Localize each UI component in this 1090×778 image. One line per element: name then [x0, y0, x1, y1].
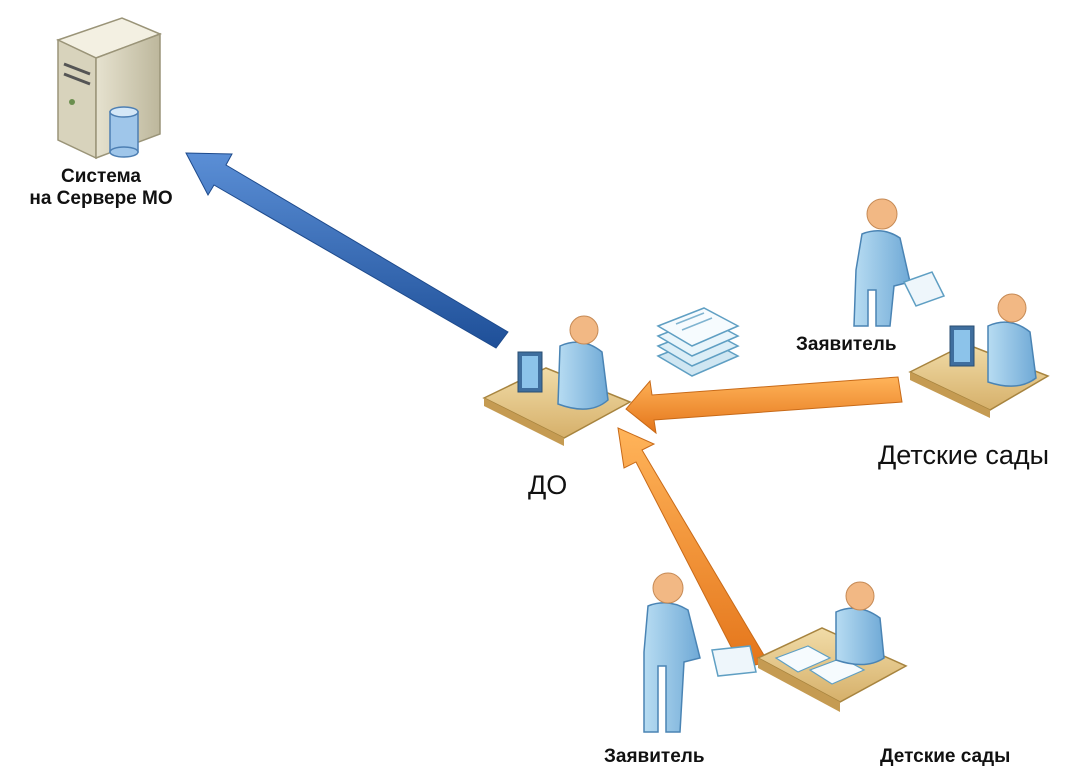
- kindergarten-workstation-icon: [908, 293, 1050, 418]
- server-icon: [56, 17, 163, 160]
- operator-workstation-icon: [482, 315, 632, 446]
- arrow-to-server: [185, 152, 509, 349]
- server-label: Система на Сервере МО: [6, 166, 196, 210]
- paper-desk-icon: [756, 581, 908, 712]
- document-stack-icon: [656, 307, 740, 377]
- server-label-line1: Система: [61, 166, 141, 187]
- server-label-line2: на Сервере МО: [29, 188, 173, 209]
- hub-label: ДО: [528, 470, 568, 500]
- kindergarten-bottom-label: Детские сады: [880, 746, 1011, 767]
- applicant-bottom-label: Заявитель: [604, 746, 705, 767]
- applicant-person-icon: [643, 572, 757, 733]
- applicant-person-icon: [853, 198, 946, 327]
- kindergarten-right-label: Детские сады: [878, 440, 1050, 470]
- applicant-top-label: Заявитель: [796, 334, 897, 355]
- arrow-from-bottom-kindergarten: [617, 427, 769, 669]
- database-icon: [109, 106, 139, 158]
- arrow-from-right-kindergarten: [625, 376, 903, 435]
